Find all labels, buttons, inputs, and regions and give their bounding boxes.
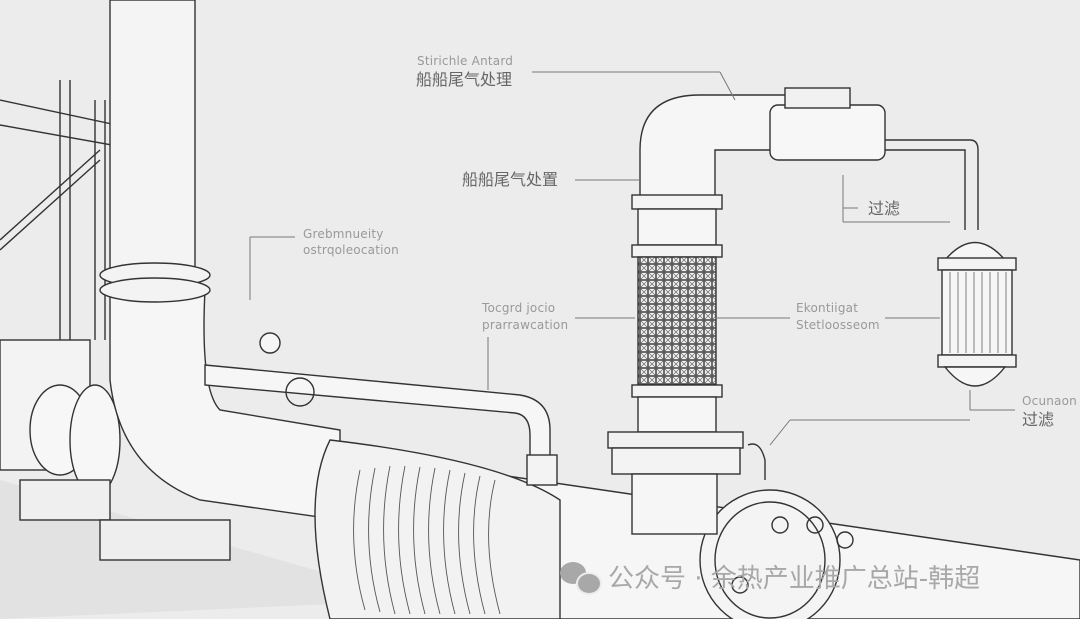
vertical-exhaust-stack [607,87,886,535]
label-bottom-right-en: Ocunaon [1022,394,1077,408]
watermark-text: 公众号 · 余热产业推广总站-韩超 [608,564,981,594]
label-center-en-1: Tocgrd jocio [482,301,556,315]
filter-vessel [747,139,1017,480]
label-left-en-2: ostrqoleocation [303,243,399,257]
leader-lines [249,71,1015,446]
label-right-en-2: Stetloosseom [796,318,880,332]
watermark: 公众号 · 余热产业推广总站-韩超 [560,558,980,595]
wechat-icon [560,561,602,595]
label-bottom-right-cn: 过滤 [1022,410,1055,429]
label-top-en: Stirichle Antard [417,54,514,68]
pump [0,339,121,521]
label-filter-top-cn: 过滤 [868,199,901,218]
label-top-cn: 船船尾气处理 [416,70,513,89]
steel-frame [0,0,196,340]
label-center-en-2: prarrawcation [482,318,569,332]
side-pipe-valve [204,332,558,486]
label-right-en-1: Ekontiigat [796,301,859,315]
main-elbow-pipe [99,262,341,561]
label-left-en-1: Grebmnueity [303,227,384,241]
label-mid-cn: 船船尾气处置 [462,170,559,189]
